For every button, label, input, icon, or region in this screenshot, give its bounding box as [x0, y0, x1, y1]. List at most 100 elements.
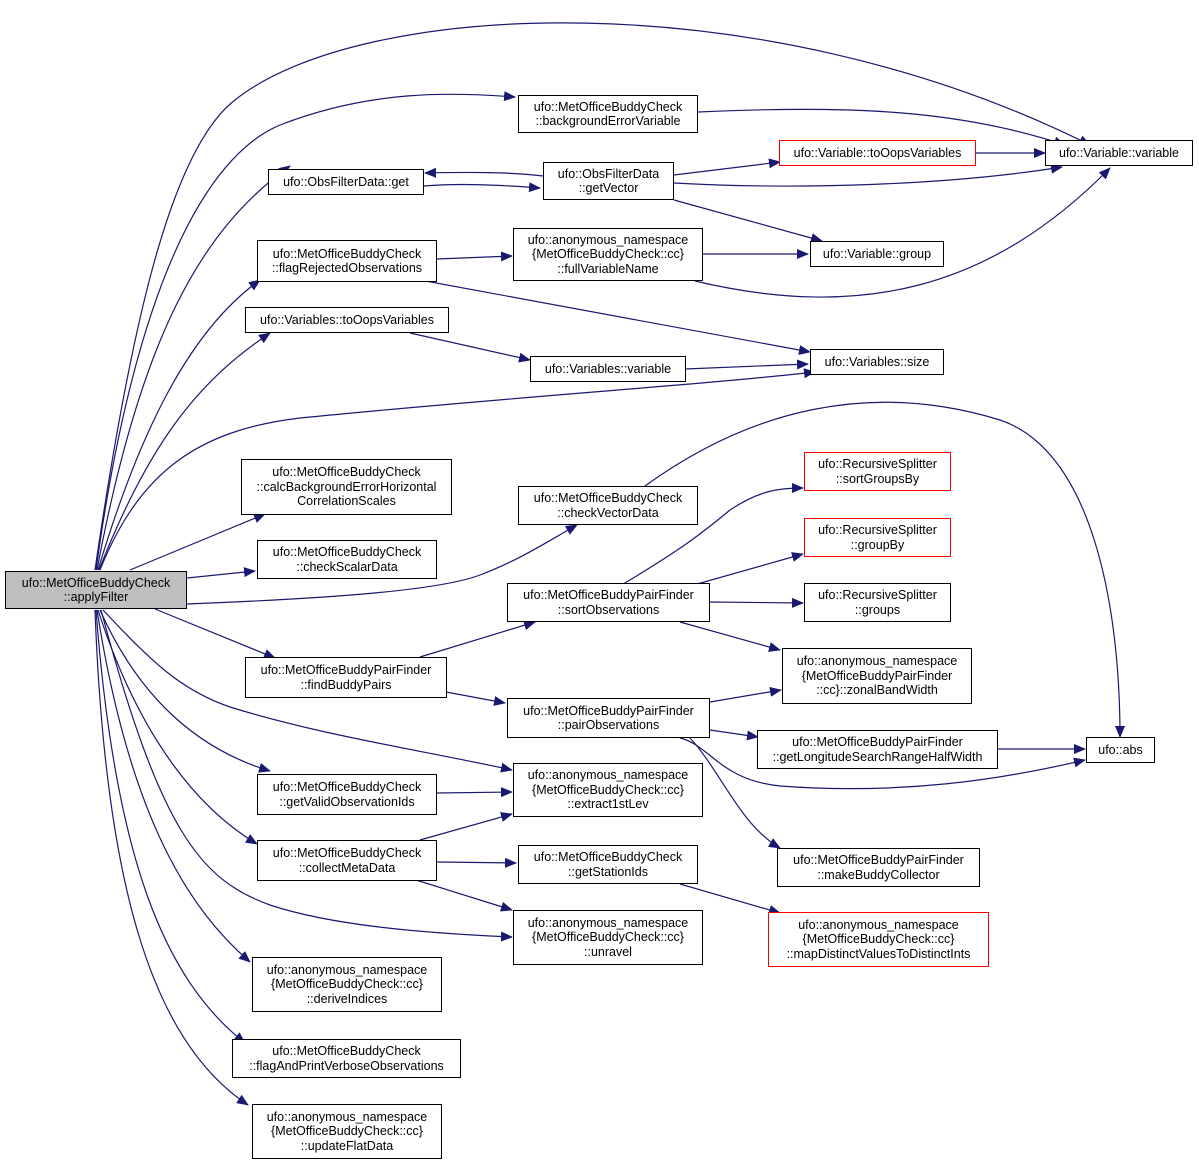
- node-obs-filter-data-get[interactable]: ufo::ObsFilterData::get: [268, 169, 424, 195]
- edge-applyfilter-to-variablessize: [99, 368, 816, 571]
- node-label-line: ufo::ObsFilterData: [557, 166, 660, 181]
- edge-pairobservations-to-zonalbandwidth: [709, 686, 782, 703]
- node-label-line: {MetOfficeBuddyCheck::cc}: [271, 977, 423, 992]
- node-get-vector[interactable]: ufo::ObsFilterData::getVector: [543, 162, 674, 200]
- node-variables-size[interactable]: ufo::Variables::size: [810, 349, 944, 375]
- node-variables-variable[interactable]: ufo::Variables::variable: [530, 356, 686, 382]
- edge-applyfilter-to-backgrounderrorvariable: [95, 91, 516, 571]
- node-label-line: ::groupBy: [850, 537, 905, 552]
- edge-applyfilter-to-checkscalardata: [186, 567, 256, 579]
- node-label-line: ufo::MetOfficeBuddyPairFinder: [792, 735, 963, 749]
- node-variable-variable[interactable]: ufo::Variable::variable: [1045, 140, 1193, 166]
- edge-getvector-to-obsfilterdataget: [424, 167, 544, 178]
- edge-flagrejected-to-fullvariablename: [436, 251, 513, 262]
- node-label-line: ufo::RecursiveSplitter: [818, 457, 937, 471]
- edge-getvector-to-variable: [673, 163, 1063, 187]
- node-label-line: ::flagAndPrintVerboseObservations: [249, 1058, 444, 1073]
- edge-applyfilter-to-variable: [94, 22, 1091, 571]
- node-variable-group[interactable]: ufo::Variable::group: [810, 241, 944, 267]
- node-groups[interactable]: ufo::RecursiveSplitter::groups: [804, 583, 951, 622]
- node-map-distinct-values[interactable]: ufo::anonymous_namespace{MetOfficeBuddyC…: [768, 912, 989, 967]
- node-label-line: ufo::MetOfficeBuddyCheck: [272, 246, 422, 261]
- edge-fullvariablename-to-variable: [694, 167, 1111, 298]
- node-label-line: ufo::Variable::toOopsVariables: [793, 145, 962, 160]
- node-label-line: ufo::Variable::variable: [1059, 145, 1179, 160]
- node-label-line: ::backgroundErrorVariable: [535, 114, 681, 128]
- node-find-buddy-pairs[interactable]: ufo::MetOfficeBuddyPairFinder::findBuddy…: [245, 657, 447, 698]
- edge-applyfilter-to-updateflatdata: [94, 609, 249, 1106]
- node-label-line: ::mapDistinctValuesToDistinctInts: [786, 946, 971, 961]
- edge-getstationids-to-mapdistinct: [679, 883, 781, 915]
- edge-sortobservations-to-groups: [709, 597, 804, 608]
- node-make-buddy-collector[interactable]: ufo::MetOfficeBuddyPairFinder::makeBuddy…: [777, 848, 980, 887]
- node-label-line: ufo::MetOfficeBuddyCheck: [21, 575, 171, 590]
- node-flag-and-print-verbose[interactable]: ufo::MetOfficeBuddyCheck::flagAndPrintVe…: [232, 1039, 461, 1078]
- edge-getvector-to-variablegroup: [673, 199, 823, 243]
- node-background-error-variable[interactable]: ufo::MetOfficeBuddyCheck::backgroundErro…: [518, 95, 698, 133]
- node-label-line: ufo::Variables::size: [824, 354, 930, 369]
- edge-applyfilter-to-checkvectordata: [186, 524, 578, 605]
- node-label-line: ufo::MetOfficeBuddyCheck: [533, 850, 683, 864]
- node-variables-to-oops-variables[interactable]: ufo::Variables::toOopsVariables: [245, 307, 449, 333]
- edge-backgrounderrorvariable-to-variable: [697, 108, 1066, 147]
- node-variable-to-oops-variables[interactable]: ufo::Variable::toOopsVariables: [779, 140, 976, 166]
- edge-applyfilter-to-collectmetadata: [97, 609, 258, 845]
- node-label-line: {MetOfficeBuddyCheck::cc}: [532, 782, 684, 797]
- node-label-line: ::sortObservations: [557, 602, 660, 617]
- node-label-line: ::cc}::zonalBandWidth: [816, 683, 938, 698]
- node-full-variable-name[interactable]: ufo::anonymous_namespace{MetOfficeBuddyC…: [513, 228, 703, 281]
- node-label-line: ufo::anonymous_namespace: [798, 917, 959, 932]
- node-label-line: ::fullVariableName: [557, 261, 659, 276]
- node-abs[interactable]: ufo::abs: [1086, 737, 1155, 763]
- node-zonal-band-width[interactable]: ufo::anonymous_namespace{MetOfficeBuddyP…: [782, 648, 972, 704]
- node-label-line: ::checkVectorData: [557, 505, 659, 520]
- edge-getvalidids-to-extract1stlev: [436, 787, 513, 798]
- node-unravel[interactable]: ufo::anonymous_namespace{MetOfficeBuddyC…: [513, 910, 703, 965]
- node-label-line: ::deriveIndices: [306, 991, 388, 1006]
- node-label-line: ufo::Variables::toOopsVariables: [260, 312, 434, 327]
- node-derive-indices[interactable]: ufo::anonymous_namespace{MetOfficeBuddyC…: [252, 957, 442, 1012]
- node-label-line: ::getValidObservationIds: [279, 794, 415, 809]
- node-label-line: {MetOfficeBuddyCheck::cc}: [532, 247, 684, 262]
- node-update-flat-data[interactable]: ufo::anonymous_namespace{MetOfficeBuddyC…: [252, 1104, 442, 1159]
- node-label-line: {MetOfficeBuddyCheck::cc}: [532, 930, 684, 945]
- node-flag-rejected-observations[interactable]: ufo::MetOfficeBuddyCheck::flagRejectedOb…: [257, 240, 437, 282]
- edge-applyfilter-to-flagrejected: [97, 279, 261, 571]
- node-label-line: ::updateFlatData: [300, 1138, 394, 1153]
- node-label-line: ufo::anonymous_namespace: [527, 915, 689, 930]
- node-get-valid-observation-ids[interactable]: ufo::MetOfficeBuddyCheck::getValidObserv…: [257, 774, 437, 815]
- node-calc-background-error[interactable]: ufo::MetOfficeBuddyCheck::calcBackground…: [241, 459, 452, 515]
- node-label-line: ::sortGroupsBy: [835, 471, 920, 486]
- node-label-line: ::findBuddyPairs: [300, 677, 392, 692]
- node-sort-observations[interactable]: ufo::MetOfficeBuddyPairFinder::sortObser…: [507, 583, 710, 622]
- node-pair-observations[interactable]: ufo::MetOfficeBuddyPairFinder::pairObser…: [507, 698, 710, 738]
- edge-applyfilter-to-obsfilterdataget: [96, 165, 291, 571]
- node-sort-groups-by[interactable]: ufo::RecursiveSplitter::sortGroupsBy: [804, 452, 951, 491]
- node-label-line: ufo::MetOfficeBuddyCheck: [272, 846, 422, 860]
- node-check-scalar-data[interactable]: ufo::MetOfficeBuddyCheck::checkScalarDat…: [257, 540, 437, 579]
- node-label-line: ::calcBackgroundErrorHorizontal: [256, 479, 437, 494]
- node-label-line: {MetOfficeBuddyPairFinder: [801, 668, 953, 683]
- edge-flagrejected-to-variablessize: [419, 279, 811, 355]
- node-label-line: ::groups: [854, 602, 901, 617]
- edge-collectmetadata-to-extract1stlev: [419, 812, 513, 841]
- edge-sortobservations-to-groupby: [689, 552, 804, 587]
- node-label-line: ufo::anonymous_namespace: [266, 962, 428, 977]
- node-label-line: ufo::anonymous_namespace: [796, 654, 958, 669]
- node-group-by[interactable]: ufo::RecursiveSplitter::groupBy: [804, 518, 951, 557]
- node-label-line: ufo::MetOfficeBuddyPairFinder: [523, 703, 694, 718]
- node-label-line: ufo::MetOfficeBuddyCheck: [533, 99, 683, 114]
- node-check-vector-data[interactable]: ufo::MetOfficeBuddyCheck::checkVectorDat…: [518, 486, 698, 525]
- node-label-line: ::checkScalarData: [296, 559, 398, 574]
- edge-applyfilter-to-findbuddypairs: [154, 608, 276, 659]
- node-get-station-ids[interactable]: ufo::MetOfficeBuddyCheck::getStationIds: [518, 845, 698, 884]
- node-label-line: ufo::abs: [1098, 742, 1143, 757]
- node-get-longitude-search-range[interactable]: ufo::MetOfficeBuddyPairFinder::getLongit…: [757, 730, 998, 769]
- node-label-line: ufo::anonymous_namespace: [266, 1109, 428, 1124]
- edge-getvector-to-variabletooops: [673, 158, 781, 176]
- node-apply-filter: ufo::MetOfficeBuddyCheck::applyFilter: [5, 571, 187, 609]
- node-collect-meta-data[interactable]: ufo::MetOfficeBuddyCheck::collectMetaDat…: [257, 840, 437, 881]
- edge-pairobservations-to-abs: [679, 737, 1086, 790]
- edge-applyfilter-to-variablestooops: [98, 332, 271, 571]
- node-extract-1st-lev[interactable]: ufo::anonymous_namespace{MetOfficeBuddyC…: [513, 763, 703, 817]
